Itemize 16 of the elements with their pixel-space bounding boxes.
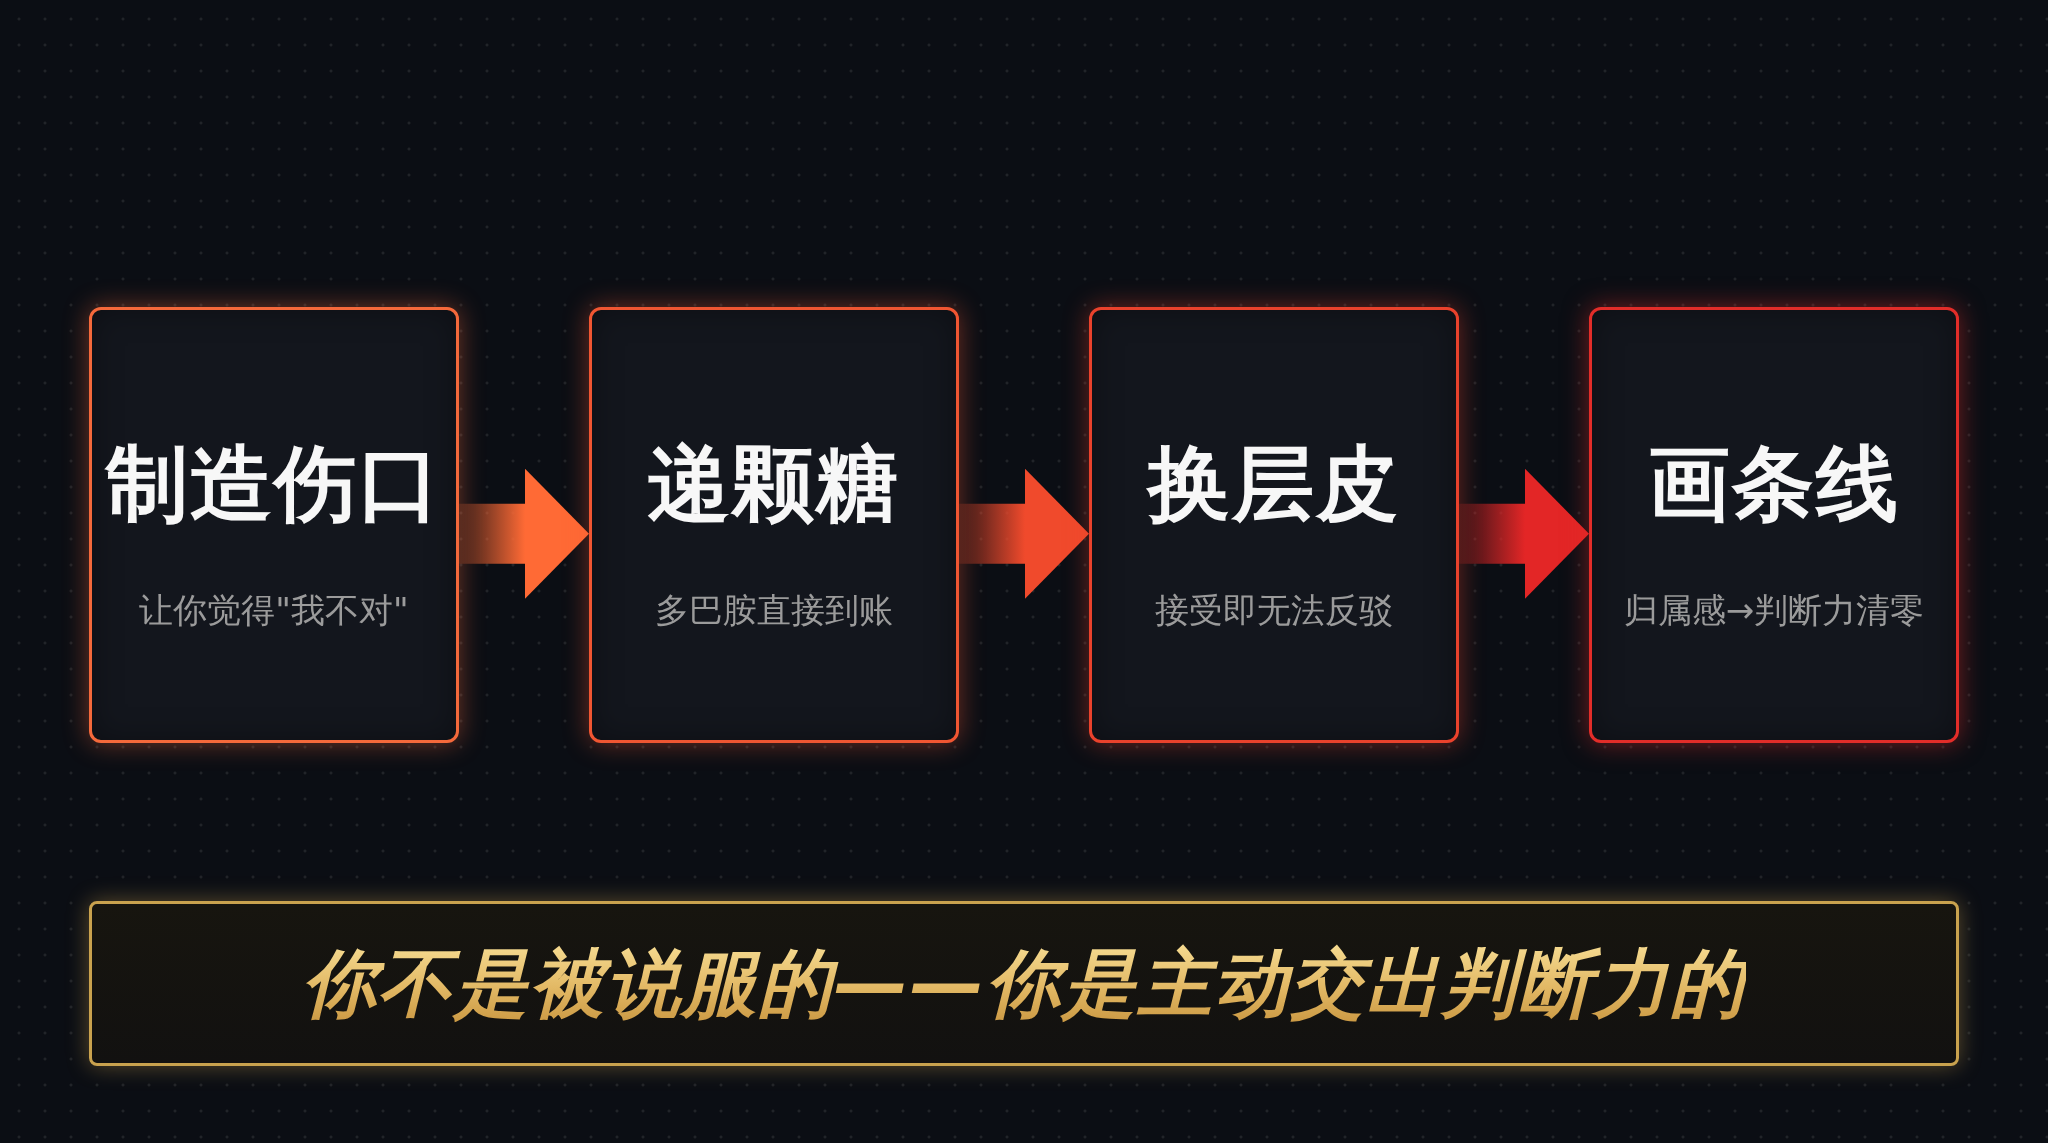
arrow [459,468,589,599]
step-card [1089,307,1459,743]
step-title: 画条线 [1648,435,1900,533]
step-card [1589,307,1959,743]
step-title: 制造伤口 [106,435,442,533]
step-subtitle: 归属感→判断力清零 [1623,590,1925,632]
step-subtitle: 让你觉得"我不对" [139,590,409,632]
step-card [589,307,959,743]
step-subtitle: 接受即无法反驳 [1155,590,1393,632]
banner-panel [89,901,1959,1066]
arrow [959,468,1089,599]
step-title: 递颗糖 [648,435,900,533]
step-subtitle: 多巴胺直接到账 [655,590,893,632]
step-title: 换层皮 [1148,435,1400,533]
arrow [1459,468,1589,599]
step-card [89,307,459,743]
